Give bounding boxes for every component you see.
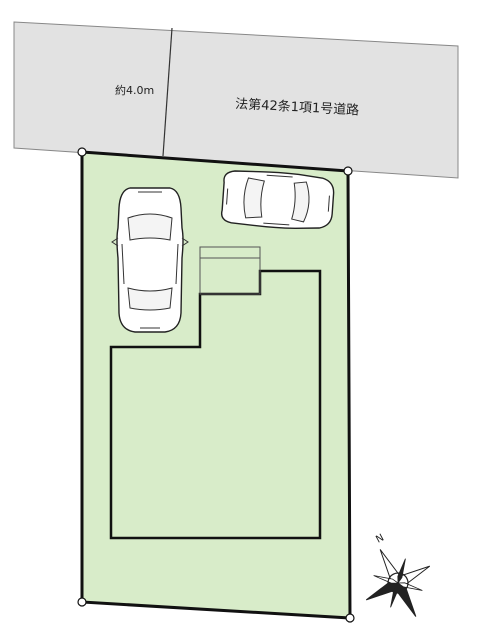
corner-marker (77, 597, 87, 607)
annex-box (199, 246, 261, 295)
compass-rose-icon (365, 549, 431, 617)
car-icon (111, 187, 189, 333)
compass-north-label: N (374, 532, 386, 545)
road-name-label: 法第42条1項1号道路 (235, 96, 360, 118)
corner-marker (77, 147, 87, 157)
car-icon (221, 170, 335, 230)
road-width-label: 約4.0m (115, 83, 154, 97)
corner-marker (345, 613, 355, 623)
road-area (13, 21, 459, 179)
corner-marker (343, 166, 353, 176)
road-width-dimension-line (162, 27, 173, 157)
